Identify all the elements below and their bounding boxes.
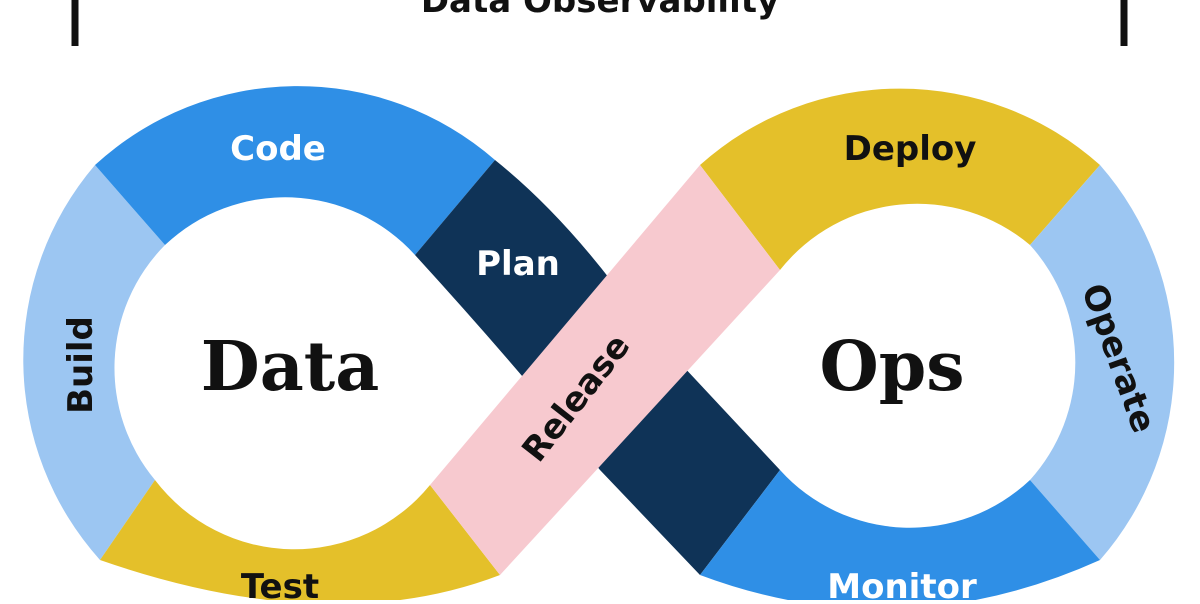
- stage-label-code: Code: [230, 129, 326, 169]
- stage-test-segment: [100, 480, 500, 604]
- stage-build-segment: [23, 165, 166, 560]
- stage-monitor-segment: [700, 470, 1100, 604]
- stage-operate-segment: [1030, 165, 1175, 560]
- center-label-data: Data: [201, 327, 380, 407]
- left-loop-hole: [130, 230, 450, 500]
- stage-label-build: Build: [61, 316, 101, 414]
- stage-label-deploy: Deploy: [844, 129, 977, 169]
- stage-label-plan: Plan: [476, 244, 560, 284]
- stage-release-segment: [430, 165, 780, 575]
- right-loop-hole: [745, 230, 1065, 500]
- stage-deploy-segment: [700, 88, 1100, 271]
- center-label-ops: Ops: [819, 327, 964, 407]
- stage-label-test: Test: [241, 567, 319, 600]
- diagram-title: Data Observability: [421, 0, 779, 21]
- stage-code-segment: [95, 86, 495, 256]
- stage-label-monitor: Monitor: [827, 567, 977, 600]
